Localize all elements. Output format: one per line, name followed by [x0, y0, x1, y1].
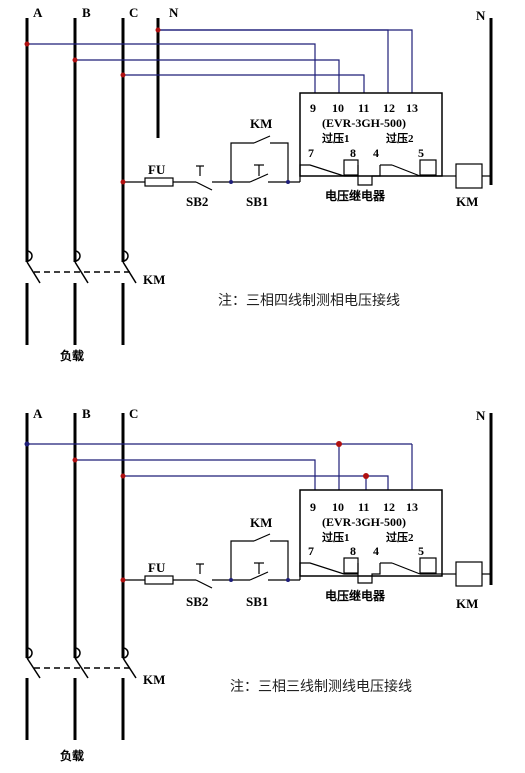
label-a: A	[33, 5, 43, 20]
node-ctrl-c-2	[120, 577, 126, 583]
terminal-11-2: 11	[358, 500, 369, 514]
terminal-10-2: 10	[332, 500, 344, 514]
terminal-4: 4	[373, 146, 379, 160]
label-relay: 电压继电器	[325, 188, 386, 203]
label-sb1: SB1	[246, 194, 268, 209]
terminal-5: 5	[418, 146, 424, 160]
km-main-contacts	[26, 250, 137, 284]
km-main-contacts-2	[26, 647, 137, 679]
terminal-13: 13	[406, 101, 418, 115]
node-a-2	[24, 441, 30, 447]
label-n-right: N	[476, 8, 486, 23]
terminal-5-2: 5	[418, 544, 424, 558]
label-sb2: SB2	[186, 194, 208, 209]
terminal-4-2: 4	[373, 544, 379, 558]
node-c-2	[120, 473, 126, 479]
label-b-2: B	[82, 406, 91, 421]
note-2: 注：三相三线制测线电压接线	[230, 678, 412, 695]
label-sb2-2: SB2	[186, 594, 208, 609]
node-t11	[363, 473, 369, 479]
node-ctrl-1-2	[229, 578, 233, 582]
node-ctrl-2	[286, 180, 290, 184]
diagram-2-three-wire: A B C N FU SB2 SB1 KM KM KM 9 10 11 12 1…	[24, 406, 493, 763]
node-ctrl-1	[229, 180, 233, 184]
terminal-9: 9	[310, 101, 316, 115]
label-c-2: C	[129, 406, 138, 421]
note-1: 注：三相四线制测相电压接线	[218, 292, 400, 309]
label-km-main-2: KM	[143, 672, 165, 687]
label-overvoltage-2-2: 过压2	[386, 530, 414, 544]
label-overvoltage-2: 过压2	[386, 131, 414, 145]
voltage-relay-box	[299, 92, 443, 177]
terminal-7-2: 7	[308, 544, 314, 558]
label-km-contact: KM	[250, 116, 272, 131]
label-km-contact-2: KM	[250, 515, 272, 530]
terminal-8: 8	[350, 146, 356, 160]
terminal-10: 10	[332, 101, 344, 115]
node-ctrl-2-2	[286, 578, 290, 582]
node-b	[72, 57, 78, 63]
control-circuit-2	[123, 533, 491, 589]
relay-model: (EVR-3GH-500)	[322, 116, 406, 130]
label-load: 负载	[60, 348, 84, 363]
label-relay-2: 电压继电器	[325, 588, 386, 603]
node-b-2	[72, 457, 78, 463]
label-load-2: 负载	[60, 748, 84, 763]
terminal-11: 11	[358, 101, 369, 115]
terminal-9-2: 9	[310, 500, 316, 514]
diagram-1-four-wire: A B C N N FU SB2 SB1 KM KM KM 9 10 11 12…	[24, 5, 493, 363]
node-t10	[336, 441, 342, 447]
sense-wires-2	[27, 443, 413, 493]
node-n	[155, 27, 161, 33]
label-fu: FU	[148, 162, 166, 177]
label-km-coil: KM	[456, 194, 478, 209]
label-km-main: KM	[143, 272, 165, 287]
label-km-coil-2: KM	[456, 596, 478, 611]
label-n-left: N	[169, 5, 179, 20]
label-overvoltage-1-2: 过压1	[322, 530, 350, 544]
node-c	[120, 72, 126, 78]
label-a-2: A	[33, 406, 43, 421]
label-fu-2: FU	[148, 560, 166, 575]
control-circuit	[123, 135, 491, 191]
label-sb1-2: SB1	[246, 594, 268, 609]
terminal-7: 7	[308, 146, 314, 160]
node-ctrl-c	[120, 179, 126, 185]
label-b: B	[82, 5, 91, 20]
terminal-13-2: 13	[406, 500, 418, 514]
label-c: C	[129, 5, 138, 20]
sense-wires	[27, 29, 413, 96]
label-n-right-2: N	[476, 408, 486, 423]
terminal-8-2: 8	[350, 544, 356, 558]
label-overvoltage-1: 过压1	[322, 131, 350, 145]
voltage-relay-box-2	[299, 489, 443, 577]
terminal-12-2: 12	[383, 500, 395, 514]
relay-model-2: (EVR-3GH-500)	[322, 515, 406, 529]
node-a	[24, 41, 30, 47]
terminal-12: 12	[383, 101, 395, 115]
